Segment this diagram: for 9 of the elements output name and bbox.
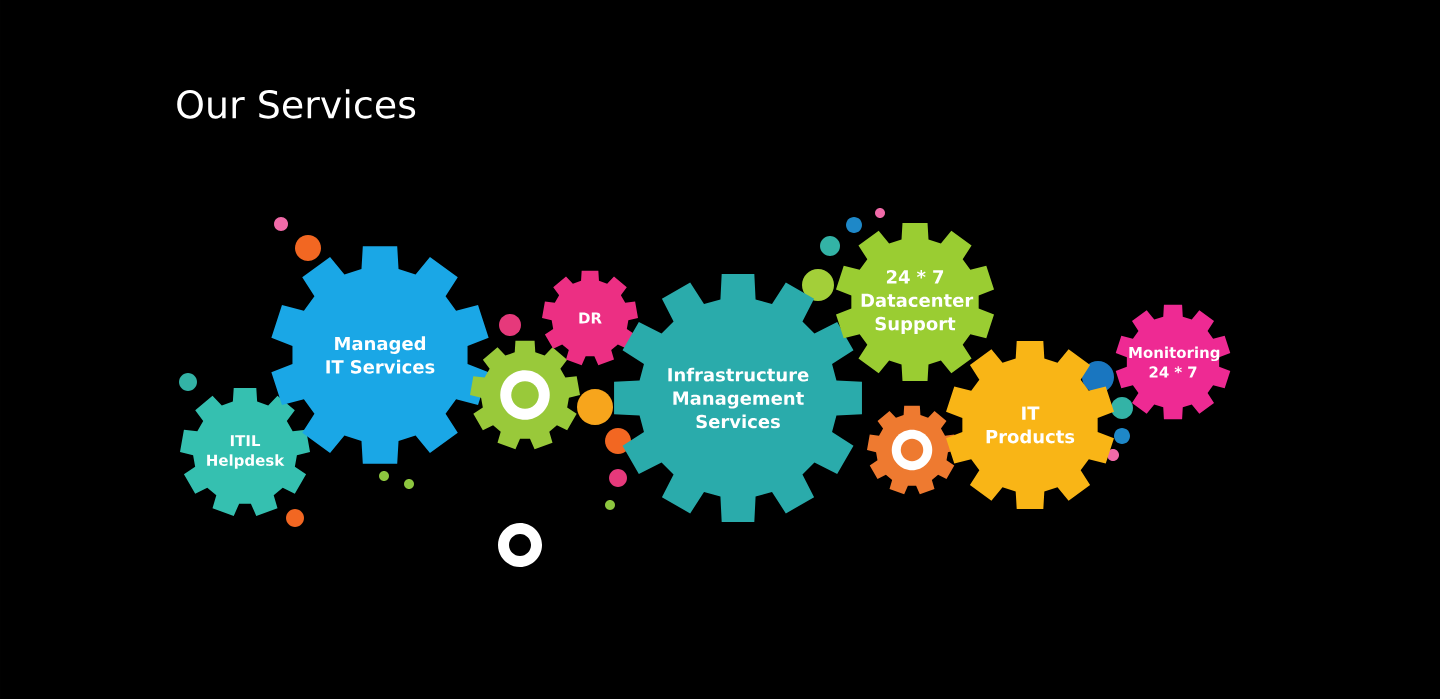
- gear: 24 * 7 Datacenter Support: [836, 222, 995, 381]
- gear: Infrastructure Management Services: [614, 274, 862, 522]
- gear-icon: [867, 405, 957, 495]
- gear: DR: [542, 270, 638, 366]
- gear: IT Products: [946, 341, 1114, 509]
- gear-icon: [470, 340, 580, 450]
- gear: Monitoring 24 * 7: [1115, 304, 1231, 420]
- gear: ITIL Helpdesk: [180, 388, 310, 516]
- title: Our Services: [177, 89, 416, 119]
